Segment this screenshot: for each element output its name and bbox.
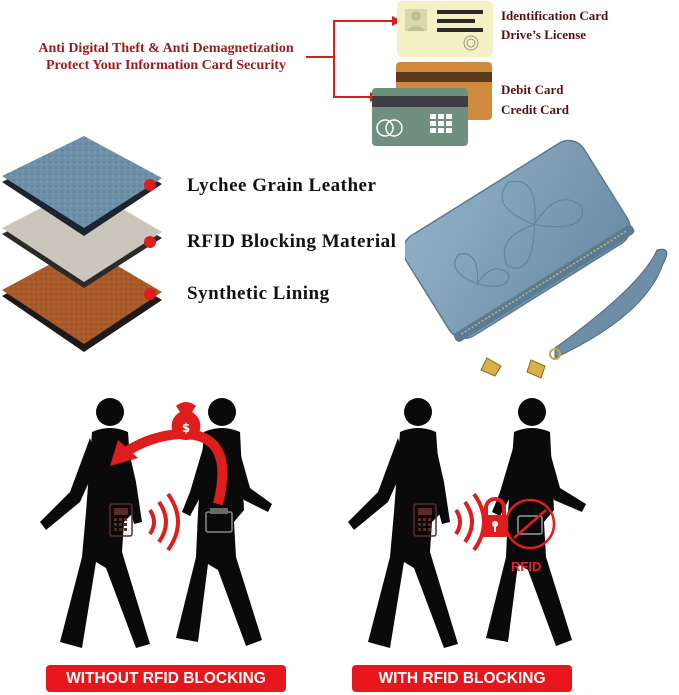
anti-theft-caption: Anti Digital Theft & Anti Demagnetizatio… (6, 40, 326, 74)
without-rfid-banner: WITHOUT RFID BLOCKING (46, 665, 286, 692)
id-card-icon (397, 1, 493, 57)
leather-layer (2, 136, 162, 236)
leather-marker-dot (144, 179, 156, 191)
rfid-shield-label: RFID (511, 559, 542, 574)
zipper-pulls (480, 348, 561, 379)
victim-silhouette-right (486, 398, 586, 646)
card-reader-icon (109, 503, 133, 537)
left-scene: $ (40, 398, 272, 648)
wallet-image (405, 139, 668, 379)
id-card-labels: Identification Card Drive’s License (501, 6, 608, 44)
caption-line-1: Anti Digital Theft & Anti Demagnetizatio… (38, 41, 294, 56)
bank-card-labels: Debit Card Credit Card (501, 80, 569, 120)
thief-silhouette-right (348, 398, 458, 648)
synthetic-lining-layer (2, 246, 162, 352)
pocket-wallet-icon-left (205, 508, 233, 533)
svg-text:$: $ (182, 421, 190, 435)
card-reader-icon-right (413, 503, 437, 537)
lock-icon (482, 497, 508, 537)
lining-marker-dot (144, 288, 156, 300)
layer-label-leather: Lychee Grain Leather (187, 175, 377, 196)
right-scene (348, 398, 586, 648)
material-layers-illustration (2, 136, 162, 352)
layer-label-rfid: RFID Blocking Material (187, 231, 397, 252)
victim-silhouette-left (176, 398, 272, 646)
rfid-scenes: $ (40, 398, 586, 648)
drivers-license-label: Drive’s License (501, 27, 587, 42)
rfid-marker-dot (144, 236, 156, 248)
with-rfid-banner: WITH RFID BLOCKING (352, 665, 572, 692)
thief-silhouette-left (40, 398, 150, 648)
id-card-label: Identification Card (501, 8, 609, 23)
layer-label-lining: Synthetic Lining (187, 283, 330, 304)
caption-line-2: Protect Your Information Card Security (45, 58, 287, 73)
debit-card-label: Debit Card (501, 82, 564, 97)
rfid-shield-icon (504, 498, 556, 550)
credit-card-icon (372, 88, 468, 146)
money-bag-icon: $ (171, 402, 201, 440)
rfid-signal-waves-left (148, 492, 180, 552)
rfid-signal-waves-right (454, 492, 486, 552)
credit-card-label: Credit Card (501, 102, 570, 117)
